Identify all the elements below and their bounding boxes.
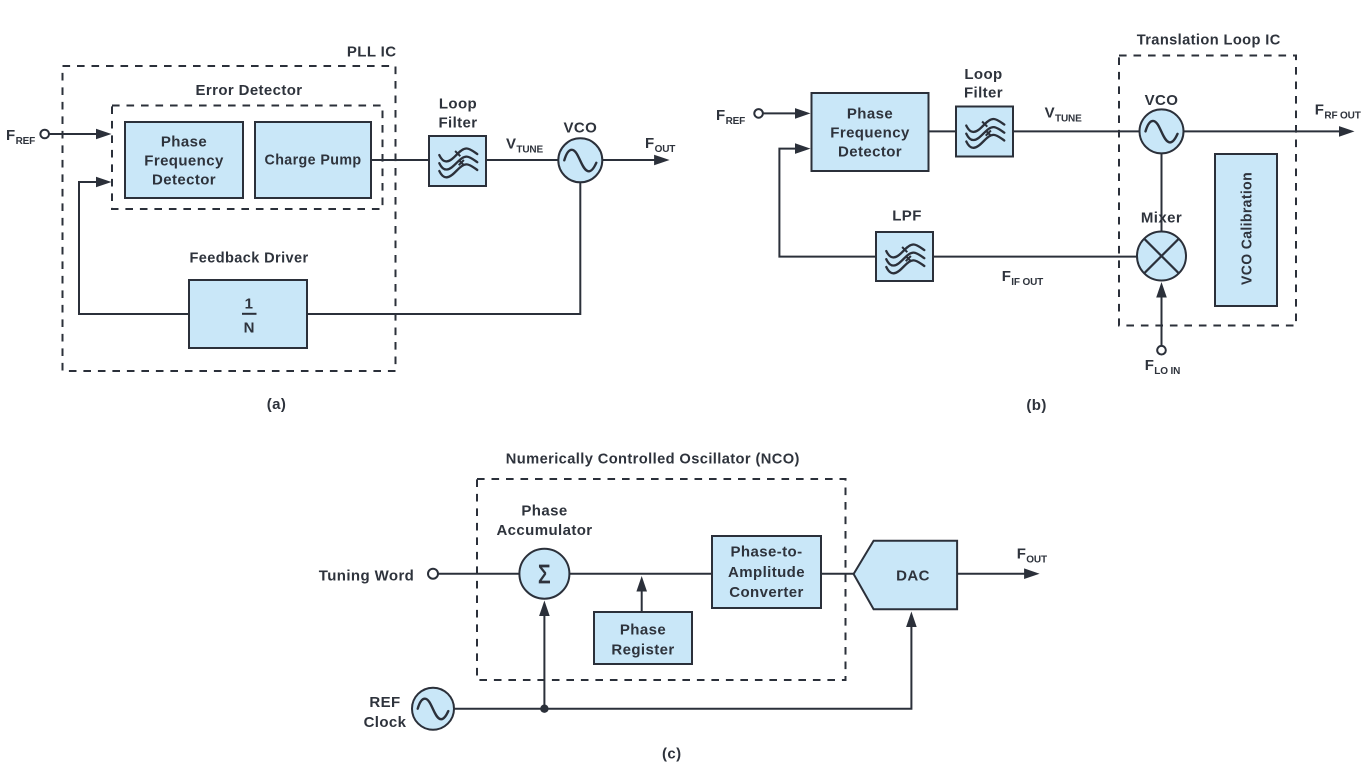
svg-text:(c): (c) bbox=[662, 746, 682, 763]
svg-text:Numerically Controlled Oscilla: Numerically Controlled Oscillator (NCO) bbox=[506, 451, 800, 468]
svg-text:Frequency: Frequency bbox=[144, 153, 224, 170]
svg-text:(a): (a) bbox=[267, 396, 287, 413]
svg-text:VCO: VCO bbox=[1145, 92, 1179, 109]
svg-text:DAC: DAC bbox=[896, 567, 930, 584]
svg-text:Phase: Phase bbox=[521, 503, 567, 520]
svg-text:REF: REF bbox=[369, 694, 400, 711]
svg-text:Loop: Loop bbox=[964, 66, 1002, 83]
svg-text:Phase: Phase bbox=[620, 622, 666, 639]
svg-text:PLL IC: PLL IC bbox=[347, 44, 397, 61]
svg-text:N: N bbox=[244, 320, 255, 337]
svg-text:VCO: VCO bbox=[563, 120, 597, 137]
svg-text:Feedback Driver: Feedback Driver bbox=[190, 250, 309, 267]
svg-text:Translation Loop IC: Translation Loop IC bbox=[1137, 32, 1281, 49]
svg-text:Frequency: Frequency bbox=[830, 125, 910, 142]
svg-text:VCO Calibration: VCO Calibration bbox=[1238, 172, 1255, 285]
svg-text:Detector: Detector bbox=[152, 172, 216, 189]
svg-text:Filter: Filter bbox=[964, 85, 1003, 102]
svg-text:Accumulator: Accumulator bbox=[496, 522, 592, 539]
svg-text:Phase: Phase bbox=[161, 134, 207, 151]
svg-text:LPF: LPF bbox=[892, 208, 922, 225]
svg-text:Loop: Loop bbox=[439, 96, 477, 113]
svg-text:Phase-to-: Phase-to- bbox=[731, 544, 803, 561]
svg-text:Filter: Filter bbox=[438, 115, 477, 132]
svg-text:Amplitude: Amplitude bbox=[728, 564, 805, 581]
svg-text:Σ: Σ bbox=[538, 559, 551, 588]
svg-text:Clock: Clock bbox=[364, 714, 407, 731]
svg-text:Converter: Converter bbox=[729, 584, 803, 601]
svg-text:1: 1 bbox=[245, 296, 254, 313]
svg-text:Phase: Phase bbox=[847, 106, 893, 123]
svg-text:(b): (b) bbox=[1026, 397, 1046, 414]
svg-text:Charge Pump: Charge Pump bbox=[265, 152, 362, 169]
svg-text:Error Detector: Error Detector bbox=[196, 82, 303, 99]
svg-text:Mixer: Mixer bbox=[1141, 210, 1182, 227]
svg-text:Detector: Detector bbox=[838, 144, 902, 161]
svg-text:Register: Register bbox=[611, 642, 674, 659]
svg-text:Tuning Word: Tuning Word bbox=[319, 568, 415, 585]
